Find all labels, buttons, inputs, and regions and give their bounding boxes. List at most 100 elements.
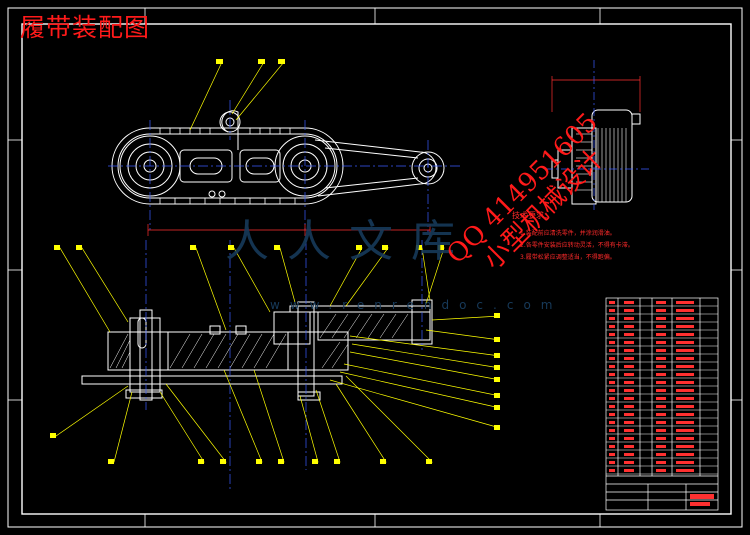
track-teeth xyxy=(159,128,296,204)
parts-list-cell-text xyxy=(676,381,694,384)
parts-list-cell-text xyxy=(609,437,615,440)
section-view xyxy=(81,299,433,401)
parts-list-cell-text xyxy=(656,333,666,336)
parts-list-cell-text xyxy=(624,461,634,464)
parts-list-cell-text xyxy=(676,461,694,464)
parts-list-cell-text xyxy=(624,357,634,360)
parts-list-cell-text xyxy=(676,309,694,312)
tech-requirements-title: 技术要求： xyxy=(512,211,552,220)
parts-list-cell-text xyxy=(656,357,666,360)
top-view-centerlines xyxy=(108,100,460,232)
parts-list-cell-text xyxy=(624,389,634,392)
parts-list-cell-text xyxy=(609,429,615,432)
parts-list-cell-text xyxy=(624,413,634,416)
parts-list-cell-text xyxy=(676,325,694,328)
frame-zone-ticks xyxy=(8,8,742,527)
parts-list-cell-text xyxy=(624,301,634,304)
parts-list-cell-text xyxy=(624,405,634,408)
parts-list-cell-text xyxy=(609,381,615,384)
parts-list-cell-text xyxy=(656,397,666,400)
parts-list-cell-text xyxy=(656,413,666,416)
parts-list-cell-text xyxy=(656,301,666,304)
parts-list-cell-text xyxy=(676,445,694,448)
parts-list-cell-text xyxy=(676,421,694,424)
parts-list-cell-text xyxy=(676,317,694,320)
parts-list-cell-text xyxy=(676,301,694,304)
parts-list-cell-text xyxy=(656,341,666,344)
parts-list-cell-text xyxy=(609,301,615,304)
parts-list-cell-text xyxy=(656,453,666,456)
parts-list-cell-text xyxy=(609,365,615,368)
parts-list-cell-text xyxy=(676,469,694,472)
section-hatching xyxy=(109,313,409,369)
parts-list-cell-text xyxy=(609,349,615,352)
parts-list-cell-text xyxy=(624,333,634,336)
parts-list-cell-text xyxy=(609,469,615,472)
motor-cooling-fins xyxy=(576,128,627,202)
parts-list-cell-text xyxy=(656,381,666,384)
section-view-leader-tags xyxy=(50,245,500,464)
parts-list-cell-text xyxy=(624,429,634,432)
parts-list-cell-text xyxy=(656,421,666,424)
parts-list-cell-text xyxy=(624,445,634,448)
parts-list-cell-text xyxy=(609,397,615,400)
parts-list-cell-text xyxy=(676,405,694,408)
parts-list-cell-text xyxy=(624,341,634,344)
parts-list-cell-text xyxy=(676,397,694,400)
parts-list-cell-text xyxy=(609,317,615,320)
parts-list-cell-text xyxy=(656,429,666,432)
watermark-url: www.renrendoc.com xyxy=(270,298,563,312)
parts-list-cell-text xyxy=(624,349,634,352)
parts-list-cell-text xyxy=(676,373,694,376)
parts-list-cell-text xyxy=(609,325,615,328)
parts-list-cell-text xyxy=(656,317,666,320)
parts-list-cell-text xyxy=(609,413,615,416)
parts-list-cell-text xyxy=(656,445,666,448)
parts-list-rows xyxy=(606,305,718,475)
parts-list-cell-text xyxy=(676,453,694,456)
parts-list-cell-text xyxy=(624,381,634,384)
title-block xyxy=(606,475,718,510)
parts-list-cell-text xyxy=(609,421,615,424)
parts-list-cell-text xyxy=(624,373,634,376)
parts-list-cell-text xyxy=(656,405,666,408)
parts-list-cell-text xyxy=(609,389,615,392)
parts-list-cell-text xyxy=(609,341,615,344)
tech-requirement-note-1: 1.装配前应清洗零件，并涂润滑油。 xyxy=(520,230,616,237)
parts-list-cell-text xyxy=(656,389,666,392)
inner-frame xyxy=(21,23,732,515)
parts-list-cell-text xyxy=(609,333,615,336)
drawing-title: 履带装配图 xyxy=(20,13,151,42)
parts-list-cell-text xyxy=(676,413,694,416)
parts-list-cell-text xyxy=(609,453,615,456)
section-view-centerlines xyxy=(145,240,423,490)
tech-requirement-note-3: 3.履带松紧应调整适当，不得跑偏。 xyxy=(520,254,616,261)
parts-list-cell-text xyxy=(676,365,694,368)
parts-list-cell-text xyxy=(676,357,694,360)
parts-list-cell-text xyxy=(624,317,634,320)
parts-list-cell-text xyxy=(609,445,615,448)
parts-list-cell-text xyxy=(656,461,666,464)
parts-list-cell-text xyxy=(676,429,694,432)
parts-list-cell-text xyxy=(609,373,615,376)
parts-list-cell-text xyxy=(656,309,666,312)
parts-list-cell-text xyxy=(609,309,615,312)
top-view-leader-tags xyxy=(216,59,285,64)
parts-list-cell-text xyxy=(624,397,634,400)
motor-dimensions xyxy=(545,60,650,210)
parts-list-cell-text xyxy=(656,437,666,440)
parts-list-cell-text xyxy=(624,365,634,368)
track-side-view xyxy=(111,110,445,205)
parts-list-cell-text xyxy=(656,373,666,376)
parts-list-cell-text xyxy=(609,357,615,360)
parts-list-table xyxy=(605,297,719,511)
parts-list-cell-text xyxy=(656,349,666,352)
top-view-dimensions xyxy=(147,224,431,236)
parts-list-cell-text xyxy=(624,469,634,472)
parts-list-cell-text xyxy=(624,421,634,424)
parts-list-cell-text xyxy=(624,309,634,312)
parts-list-cell-text xyxy=(676,341,694,344)
parts-list-cell-text xyxy=(624,325,634,328)
parts-list-cell-text xyxy=(656,365,666,368)
